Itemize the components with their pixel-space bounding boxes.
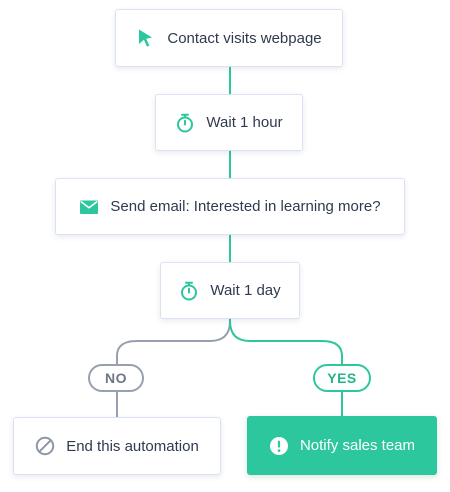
branch-no-badge[interactable]: NO <box>88 364 144 392</box>
cursor-icon <box>136 28 156 48</box>
step-label: Contact visits webpage <box>167 29 322 47</box>
step-end-automation[interactable]: End this automation <box>13 417 221 475</box>
step-contact-visits-webpage[interactable]: Contact visits webpage <box>115 9 343 67</box>
connector-branch-yes <box>229 318 343 365</box>
step-label: Wait 1 hour <box>206 114 283 131</box>
envelope-icon <box>79 197 99 217</box>
step-send-email[interactable]: Send email: Interested in learning more? <box>55 178 405 235</box>
branch-no-label: NO <box>105 370 127 386</box>
prohibited-icon <box>35 436 55 456</box>
branch-yes-badge[interactable]: YES <box>313 364 371 392</box>
step-label: Wait 1 day <box>210 282 281 299</box>
step-wait-1-hour[interactable]: Wait 1 hour <box>155 94 303 151</box>
stopwatch-icon <box>179 281 199 301</box>
branch-yes-label: YES <box>327 370 357 386</box>
step-notify-sales-team[interactable]: Notify sales team <box>247 416 437 475</box>
step-label: Send email: Interested in learning more? <box>110 198 381 215</box>
connector-branch-no <box>116 318 231 365</box>
exclamation-icon <box>269 436 289 456</box>
stopwatch-icon <box>175 113 195 133</box>
step-wait-1-day[interactable]: Wait 1 day <box>160 262 300 319</box>
step-label: End this automation <box>66 437 199 455</box>
step-label: Notify sales team <box>299 437 416 454</box>
